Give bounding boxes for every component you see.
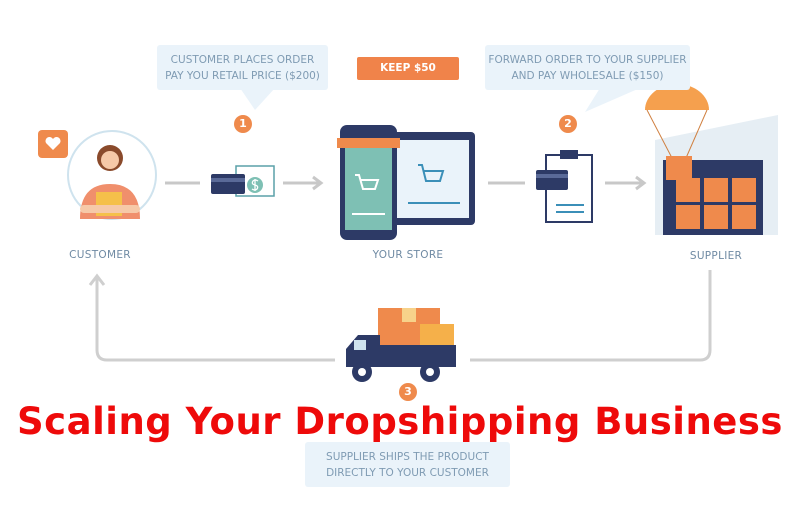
step1-number: 1 — [234, 115, 252, 133]
step3-text-line1: SUPPLIER SHIPS THE PRODUCT — [326, 450, 489, 463]
step1-text-line1: CUSTOMER PLACES ORDER — [170, 53, 315, 66]
delivery-truck-illustration — [346, 308, 456, 382]
supplier-label: SUPPLIER — [689, 250, 743, 262]
store-label: YOUR STORE — [372, 249, 444, 261]
step3-bubble: SUPPLIER SHIPS THE PRODUCT DIRECTLY TO Y… — [305, 442, 510, 487]
flow-arrows — [165, 175, 647, 191]
parachute-icon — [645, 84, 709, 110]
customer-illustration — [38, 130, 157, 220]
order-clipboard-icon — [536, 150, 593, 223]
step3-number: 3 — [399, 383, 417, 401]
customer-label: CUSTOMER — [69, 249, 131, 261]
store-devices-illustration — [337, 125, 475, 240]
step1-bubble: CUSTOMER PLACES ORDER PAY YOU RETAIL PRI… — [157, 45, 328, 90]
profit-badge: KEEP $50 PROFIT — [357, 57, 459, 97]
step2-text-line2: AND PAY WHOLESALE ($150) — [511, 69, 664, 82]
step2-number: 2 — [559, 115, 577, 133]
step2-bubble: FORWARD ORDER TO YOUR SUPPLIER AND PAY W… — [485, 45, 690, 90]
supplier-warehouse-illustration — [645, 84, 778, 235]
payment-icon — [211, 165, 275, 197]
bubble-tail — [240, 88, 275, 110]
step1-text-line2: PAY YOU RETAIL PRICE ($200) — [165, 69, 320, 82]
return-loop-arrow — [88, 270, 712, 362]
page-title: Scaling Your Dropshipping Business — [17, 400, 783, 443]
step3-text-line2: DIRECTLY TO YOUR CUSTOMER — [326, 466, 489, 479]
bubble-tail — [585, 88, 640, 112]
step2-text-line1: FORWARD ORDER TO YOUR SUPPLIER — [488, 53, 687, 66]
